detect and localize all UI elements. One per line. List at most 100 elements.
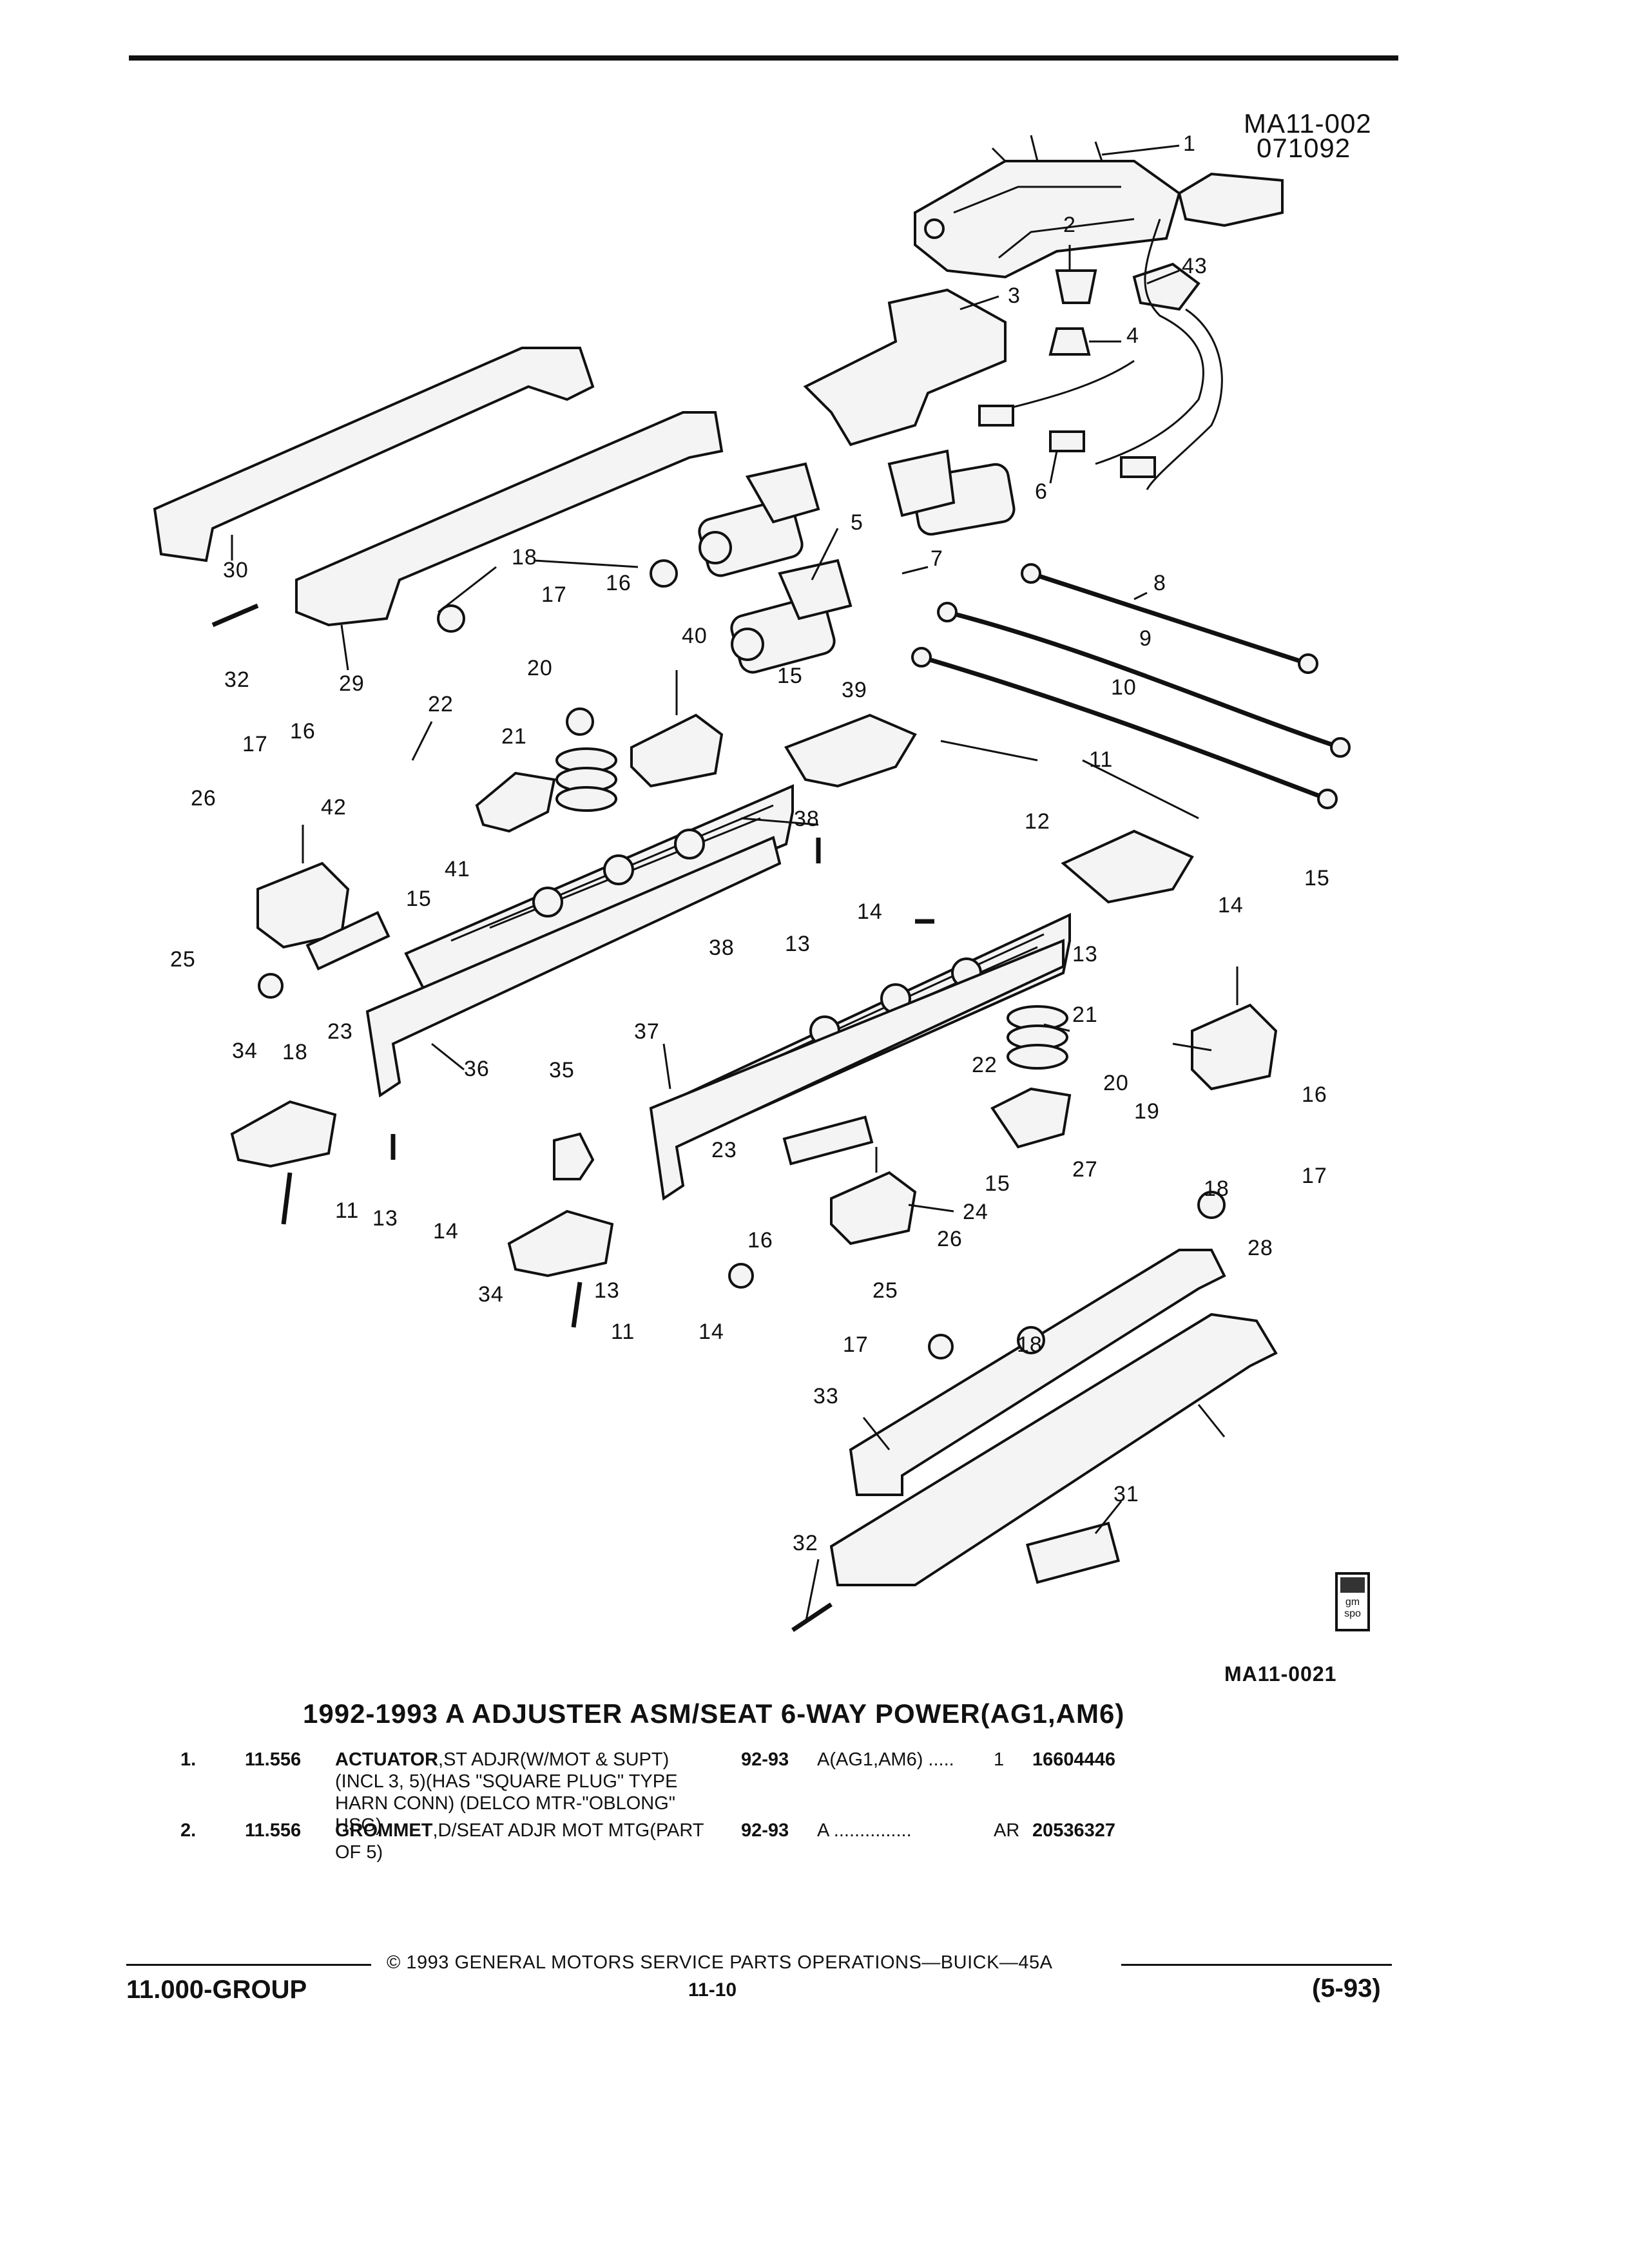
callout-13-c: 13 bbox=[372, 1206, 398, 1231]
gm-spo-logo-text: gm spo bbox=[1344, 1597, 1361, 1619]
footer-group: 11.000-GROUP bbox=[126, 1975, 307, 2004]
callout-19: 19 bbox=[1134, 1099, 1160, 1124]
left-seat-track-drawing bbox=[365, 783, 794, 1098]
part-years: 92-93 bbox=[741, 1749, 789, 1770]
part-description: GROMMET,D/SEAT ADJR MOT MTG(PART OF 5) bbox=[335, 1820, 709, 1863]
callout-17-b: 17 bbox=[242, 732, 268, 756]
part-name: ACTUATOR bbox=[335, 1749, 439, 1770]
callout-38-a: 38 bbox=[794, 807, 820, 831]
part-detail: ,D/SEAT ADJR MOT MTG(PART OF 5) bbox=[335, 1820, 704, 1863]
callout-23-b: 23 bbox=[711, 1138, 737, 1162]
top-rule bbox=[129, 55, 1398, 61]
callout-23-a: 23 bbox=[327, 1019, 353, 1044]
part-application: A ............... bbox=[817, 1820, 912, 1841]
callout-16-b: 16 bbox=[290, 719, 316, 744]
leader-lines bbox=[231, 144, 1226, 1624]
parts-row-2: 2. 11.556 GROMMET,D/SEAT ADJR MOT MTG(PA… bbox=[180, 1820, 1405, 1871]
grommet-drawing bbox=[1055, 269, 1097, 304]
callout-20-b: 20 bbox=[1103, 1071, 1129, 1095]
part-years: 92-93 bbox=[741, 1820, 789, 1841]
bracket-41-drawing bbox=[475, 771, 556, 833]
callout-17-c: 17 bbox=[1302, 1164, 1327, 1188]
callout-27: 27 bbox=[1072, 1157, 1098, 1182]
exploded-parts-diagram bbox=[153, 135, 1351, 1632]
callout-36: 36 bbox=[464, 1057, 490, 1081]
fastener-drawings bbox=[211, 559, 1226, 1632]
parts-row-1: 1. 11.556 ACTUATOR,ST ADJR(W/MOT & SUPT)… bbox=[180, 1749, 1405, 1836]
callout-16-d: 16 bbox=[747, 1228, 773, 1253]
part-application: A(AG1,AM6) ..... bbox=[817, 1749, 954, 1770]
callout-22-a: 22 bbox=[428, 692, 454, 716]
callout-1: 1 bbox=[1183, 131, 1196, 156]
callout-17-d: 17 bbox=[843, 1332, 869, 1357]
callout-32-b: 32 bbox=[793, 1531, 818, 1555]
callout-3: 3 bbox=[1008, 284, 1021, 308]
callout-15-a: 15 bbox=[777, 664, 803, 688]
part-qty: 1 bbox=[994, 1749, 1005, 1770]
callout-12: 12 bbox=[1025, 809, 1050, 834]
callout-37: 37 bbox=[634, 1019, 660, 1044]
footer-rule-left bbox=[126, 1964, 371, 1966]
callout-8: 8 bbox=[1153, 571, 1166, 595]
part-number: 16604446 bbox=[1032, 1749, 1116, 1770]
callout-14-a: 14 bbox=[857, 899, 883, 924]
callout-38-b: 38 bbox=[709, 936, 735, 960]
spring-drawings bbox=[555, 747, 1068, 1070]
callout-35: 35 bbox=[549, 1058, 575, 1082]
callout-21-b: 21 bbox=[1072, 1003, 1098, 1027]
callout-31: 31 bbox=[1113, 1482, 1139, 1506]
part-name: GROMMET bbox=[335, 1820, 433, 1841]
callout-15-c: 15 bbox=[1304, 866, 1330, 890]
callout-9: 9 bbox=[1139, 626, 1152, 651]
switch-31-drawing bbox=[1026, 1521, 1120, 1584]
callout-14-d: 14 bbox=[699, 1320, 724, 1344]
callout-39: 39 bbox=[842, 678, 867, 702]
callout-34-a: 34 bbox=[232, 1039, 258, 1063]
callout-40: 40 bbox=[682, 624, 708, 648]
callout-32-a: 32 bbox=[224, 668, 250, 692]
callout-20-a: 20 bbox=[527, 656, 553, 680]
diagram-id: MA11-002 bbox=[1244, 108, 1372, 139]
callout-14-c: 14 bbox=[433, 1219, 459, 1244]
callout-26-b: 26 bbox=[937, 1227, 963, 1251]
drive-cable-drawings bbox=[911, 563, 1351, 809]
callout-42: 42 bbox=[321, 795, 347, 820]
cover-12-drawing bbox=[1061, 829, 1194, 904]
diagram-date: 071092 bbox=[1257, 133, 1351, 163]
callout-24: 24 bbox=[963, 1200, 988, 1224]
support-bracket-drawing bbox=[803, 288, 1007, 447]
callout-13-a: 13 bbox=[785, 932, 811, 956]
callout-18-a: 18 bbox=[512, 545, 537, 570]
callout-18-c: 18 bbox=[1204, 1177, 1229, 1201]
footer-revision: (5-93) bbox=[1312, 1974, 1381, 2003]
callout-11-center: 11 bbox=[611, 1320, 635, 1344]
connector-23-left-drawing bbox=[305, 910, 390, 971]
footer-rule-right bbox=[1121, 1964, 1392, 1966]
figure-ref: MA11-0021 bbox=[1224, 1662, 1337, 1686]
part-number: 20536327 bbox=[1032, 1820, 1116, 1841]
part-code: 11.556 bbox=[245, 1820, 302, 1841]
part-qty: AR bbox=[994, 1820, 1020, 1841]
callout-2: 2 bbox=[1063, 213, 1076, 237]
grommet-small-drawing bbox=[1048, 327, 1091, 356]
callout-26-a: 26 bbox=[191, 786, 217, 811]
parts-list-title: 1992-1993 A ADJUSTER ASM/SEAT 6-WAY POWE… bbox=[303, 1698, 1125, 1729]
callout-4: 4 bbox=[1126, 323, 1139, 348]
connector-23-right-drawing bbox=[782, 1115, 874, 1166]
gm-spo-logo: gm spo bbox=[1335, 1572, 1370, 1631]
pad-34-center-drawing bbox=[507, 1209, 614, 1278]
callout-18-d: 18 bbox=[1017, 1332, 1043, 1357]
callout-11-left: 11 bbox=[335, 1198, 360, 1223]
cover-39-drawing bbox=[784, 713, 917, 788]
callout-43: 43 bbox=[1182, 254, 1208, 278]
callout-7: 7 bbox=[930, 546, 943, 571]
callout-16-a: 16 bbox=[606, 571, 631, 595]
rear-bar-drawings bbox=[829, 1249, 1278, 1586]
front-bar-drawings bbox=[153, 347, 724, 627]
gearbox-drawings bbox=[256, 670, 1278, 1245]
callout-25-a: 25 bbox=[170, 947, 196, 972]
callout-11-right: 11 bbox=[1089, 747, 1113, 772]
right-seat-track-drawing bbox=[649, 912, 1071, 1201]
callout-21-a: 21 bbox=[501, 724, 527, 749]
part-description: ACTUATOR,ST ADJR(W/MOT & SUPT)(INCL 3, 5… bbox=[335, 1749, 709, 1836]
